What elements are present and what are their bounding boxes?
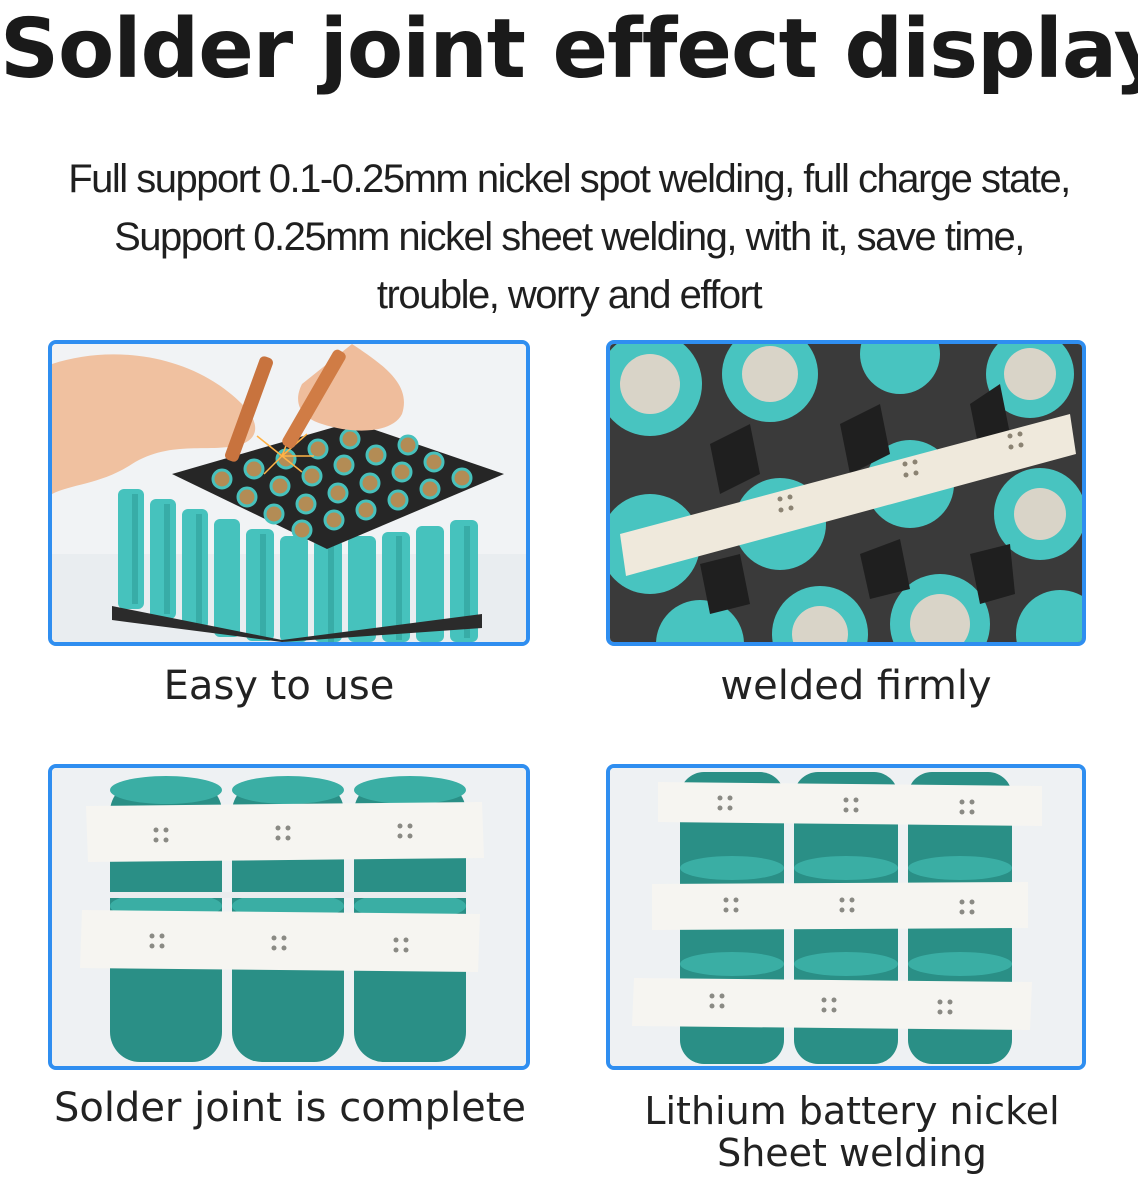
photo-nickel-sheet-welding bbox=[606, 764, 1086, 1070]
photo-easy-to-use bbox=[48, 340, 530, 646]
photo-solder-joint-complete bbox=[48, 764, 530, 1070]
subtitle-line-2: Support 0.25mm nickel sheet welding, wit… bbox=[114, 215, 1025, 259]
caption-nickel-sheet-welding: Lithium battery nickel Sheet welding bbox=[596, 1090, 1108, 1174]
subtitle-line-3: trouble, worry and effort bbox=[376, 273, 763, 317]
photo-welded-firmly bbox=[606, 340, 1086, 646]
caption-line-1: Lithium battery nickel bbox=[644, 1089, 1060, 1133]
two-strip-cells-illustration bbox=[52, 768, 526, 1066]
subtitle-line-1: Full support 0.1-0.25mm nickel spot weld… bbox=[68, 157, 1071, 201]
three-strip-cells-illustration bbox=[610, 768, 1082, 1066]
subtitle: Full support 0.1-0.25mm nickel spot weld… bbox=[0, 150, 1138, 324]
battery-pack-welding-illustration bbox=[52, 344, 526, 642]
caption-solder-joint-complete: Solder joint is complete bbox=[53, 1085, 527, 1131]
caption-line-2: Sheet welding bbox=[717, 1131, 987, 1175]
page-title: Solder joint effect display bbox=[0, 2, 1138, 97]
caption-welded-firmly: welded firmly bbox=[720, 663, 992, 709]
welded-strip-closeup-illustration bbox=[610, 344, 1082, 642]
caption-easy-to-use: Easy to use bbox=[163, 663, 395, 709]
